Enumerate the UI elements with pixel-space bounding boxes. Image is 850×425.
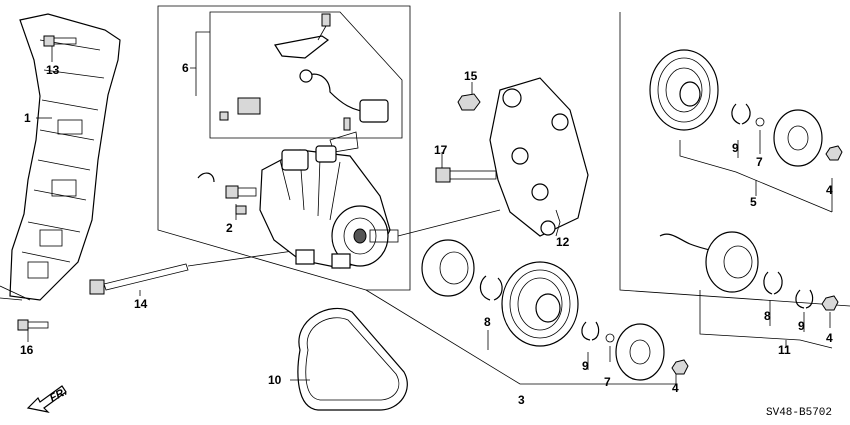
- armature-plate-up: [773, 109, 823, 167]
- field-coil: [421, 239, 475, 297]
- mount-line: [397, 209, 501, 237]
- callout-4-upper: 4: [826, 183, 833, 197]
- nut-4-right: [821, 295, 839, 311]
- callout-17: 17: [434, 143, 448, 157]
- bolt-16: [17, 319, 49, 331]
- wire-harness-6: [219, 13, 389, 153]
- callout-2: 2: [226, 221, 233, 235]
- callout-8-right: 8: [764, 309, 771, 323]
- compressor-bracket-12: [489, 77, 589, 237]
- callout-9-right: 9: [798, 319, 805, 333]
- compressor-body: [259, 145, 399, 269]
- snap-ring-9-low: [581, 321, 600, 341]
- callout-11: 11: [778, 343, 791, 357]
- bolt-17: [435, 167, 497, 183]
- shim-7-low: [605, 333, 615, 343]
- long-bolt-14: [89, 249, 301, 295]
- pulley-low: [501, 261, 579, 347]
- nut-4-up: [825, 145, 843, 161]
- callout-15: 15: [464, 69, 478, 83]
- callout-5: 5: [750, 195, 757, 209]
- callout-9-upper: 9: [732, 141, 739, 155]
- callout-4-right: 4: [826, 331, 833, 345]
- callout-7-upper: 7: [756, 155, 763, 169]
- nut-15: [457, 93, 481, 111]
- harness-subgroup-frame: [209, 11, 403, 139]
- callout-8-lower: 8: [484, 315, 491, 329]
- alt-clutch-frame: [619, 12, 850, 307]
- heat-shield: [0, 13, 121, 301]
- front-label: FR.: [48, 386, 69, 405]
- callout-12: 12: [556, 235, 570, 249]
- shim-7-up: [755, 117, 765, 127]
- armature-plate-low: [615, 323, 665, 381]
- field-coil-11: [705, 231, 759, 293]
- snap-ring-8-right: [763, 271, 783, 295]
- snap-ring-8-low: [479, 275, 503, 301]
- callout-3: 3: [518, 393, 525, 407]
- callout-10: 10: [268, 373, 282, 387]
- callout-13: 13: [46, 63, 60, 77]
- callout-14: 14: [134, 297, 148, 311]
- bolt-13: [43, 35, 77, 47]
- v-belt-10: [297, 307, 408, 411]
- callout-4-lower: 4: [672, 381, 679, 395]
- callout-7-lower: 7: [604, 375, 611, 389]
- switch-2: [197, 172, 257, 215]
- snap-ring-9-up: [731, 103, 751, 125]
- leader-lines: [27, 31, 833, 385]
- callout-labels: 1 2 3 4 4 4 5 6 7 7 8 8 9 9 9 10 11 12 1…: [20, 61, 833, 407]
- pulley-upper: [649, 49, 719, 131]
- callout-1: 1: [24, 111, 31, 125]
- front-direction-arrow: FR.: [26, 385, 69, 413]
- callout-6: 6: [182, 61, 189, 75]
- callout-16: 16: [20, 343, 34, 357]
- callout-9-lower: 9: [582, 359, 589, 373]
- nut-4-low: [671, 359, 689, 375]
- snap-ring-9-right: [795, 289, 814, 309]
- drawing-code: SV48-B5702: [766, 407, 832, 419]
- compressor-assembly-frame: [157, 5, 411, 291]
